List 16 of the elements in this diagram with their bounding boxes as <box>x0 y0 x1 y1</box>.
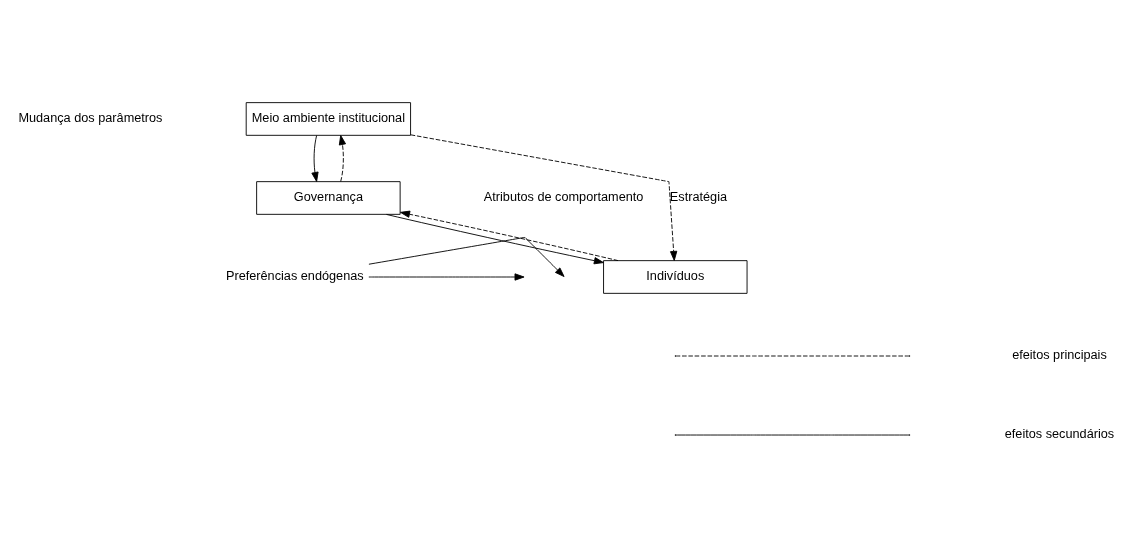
arrow <box>400 210 619 261</box>
node-box: Governança <box>256 180 401 215</box>
label: Atributos de comportamento <box>483 188 644 204</box>
arrow <box>410 133 678 261</box>
arrow <box>338 134 346 182</box>
node-box: Indivíduos <box>603 259 748 294</box>
edge-label: Estratégia <box>669 188 728 204</box>
arrow <box>311 134 319 182</box>
legend-label: efeitos principais <box>1012 346 1107 362</box>
node-box: Meio ambiente institucional <box>245 101 412 136</box>
arrow <box>386 213 604 264</box>
label: Mudança dos parâmetros <box>18 109 163 125</box>
legend-label: efeitos secundários <box>1004 425 1115 441</box>
arrow <box>368 236 565 277</box>
arrow <box>368 272 525 281</box>
node-text: Preferências endógenas <box>225 267 364 283</box>
